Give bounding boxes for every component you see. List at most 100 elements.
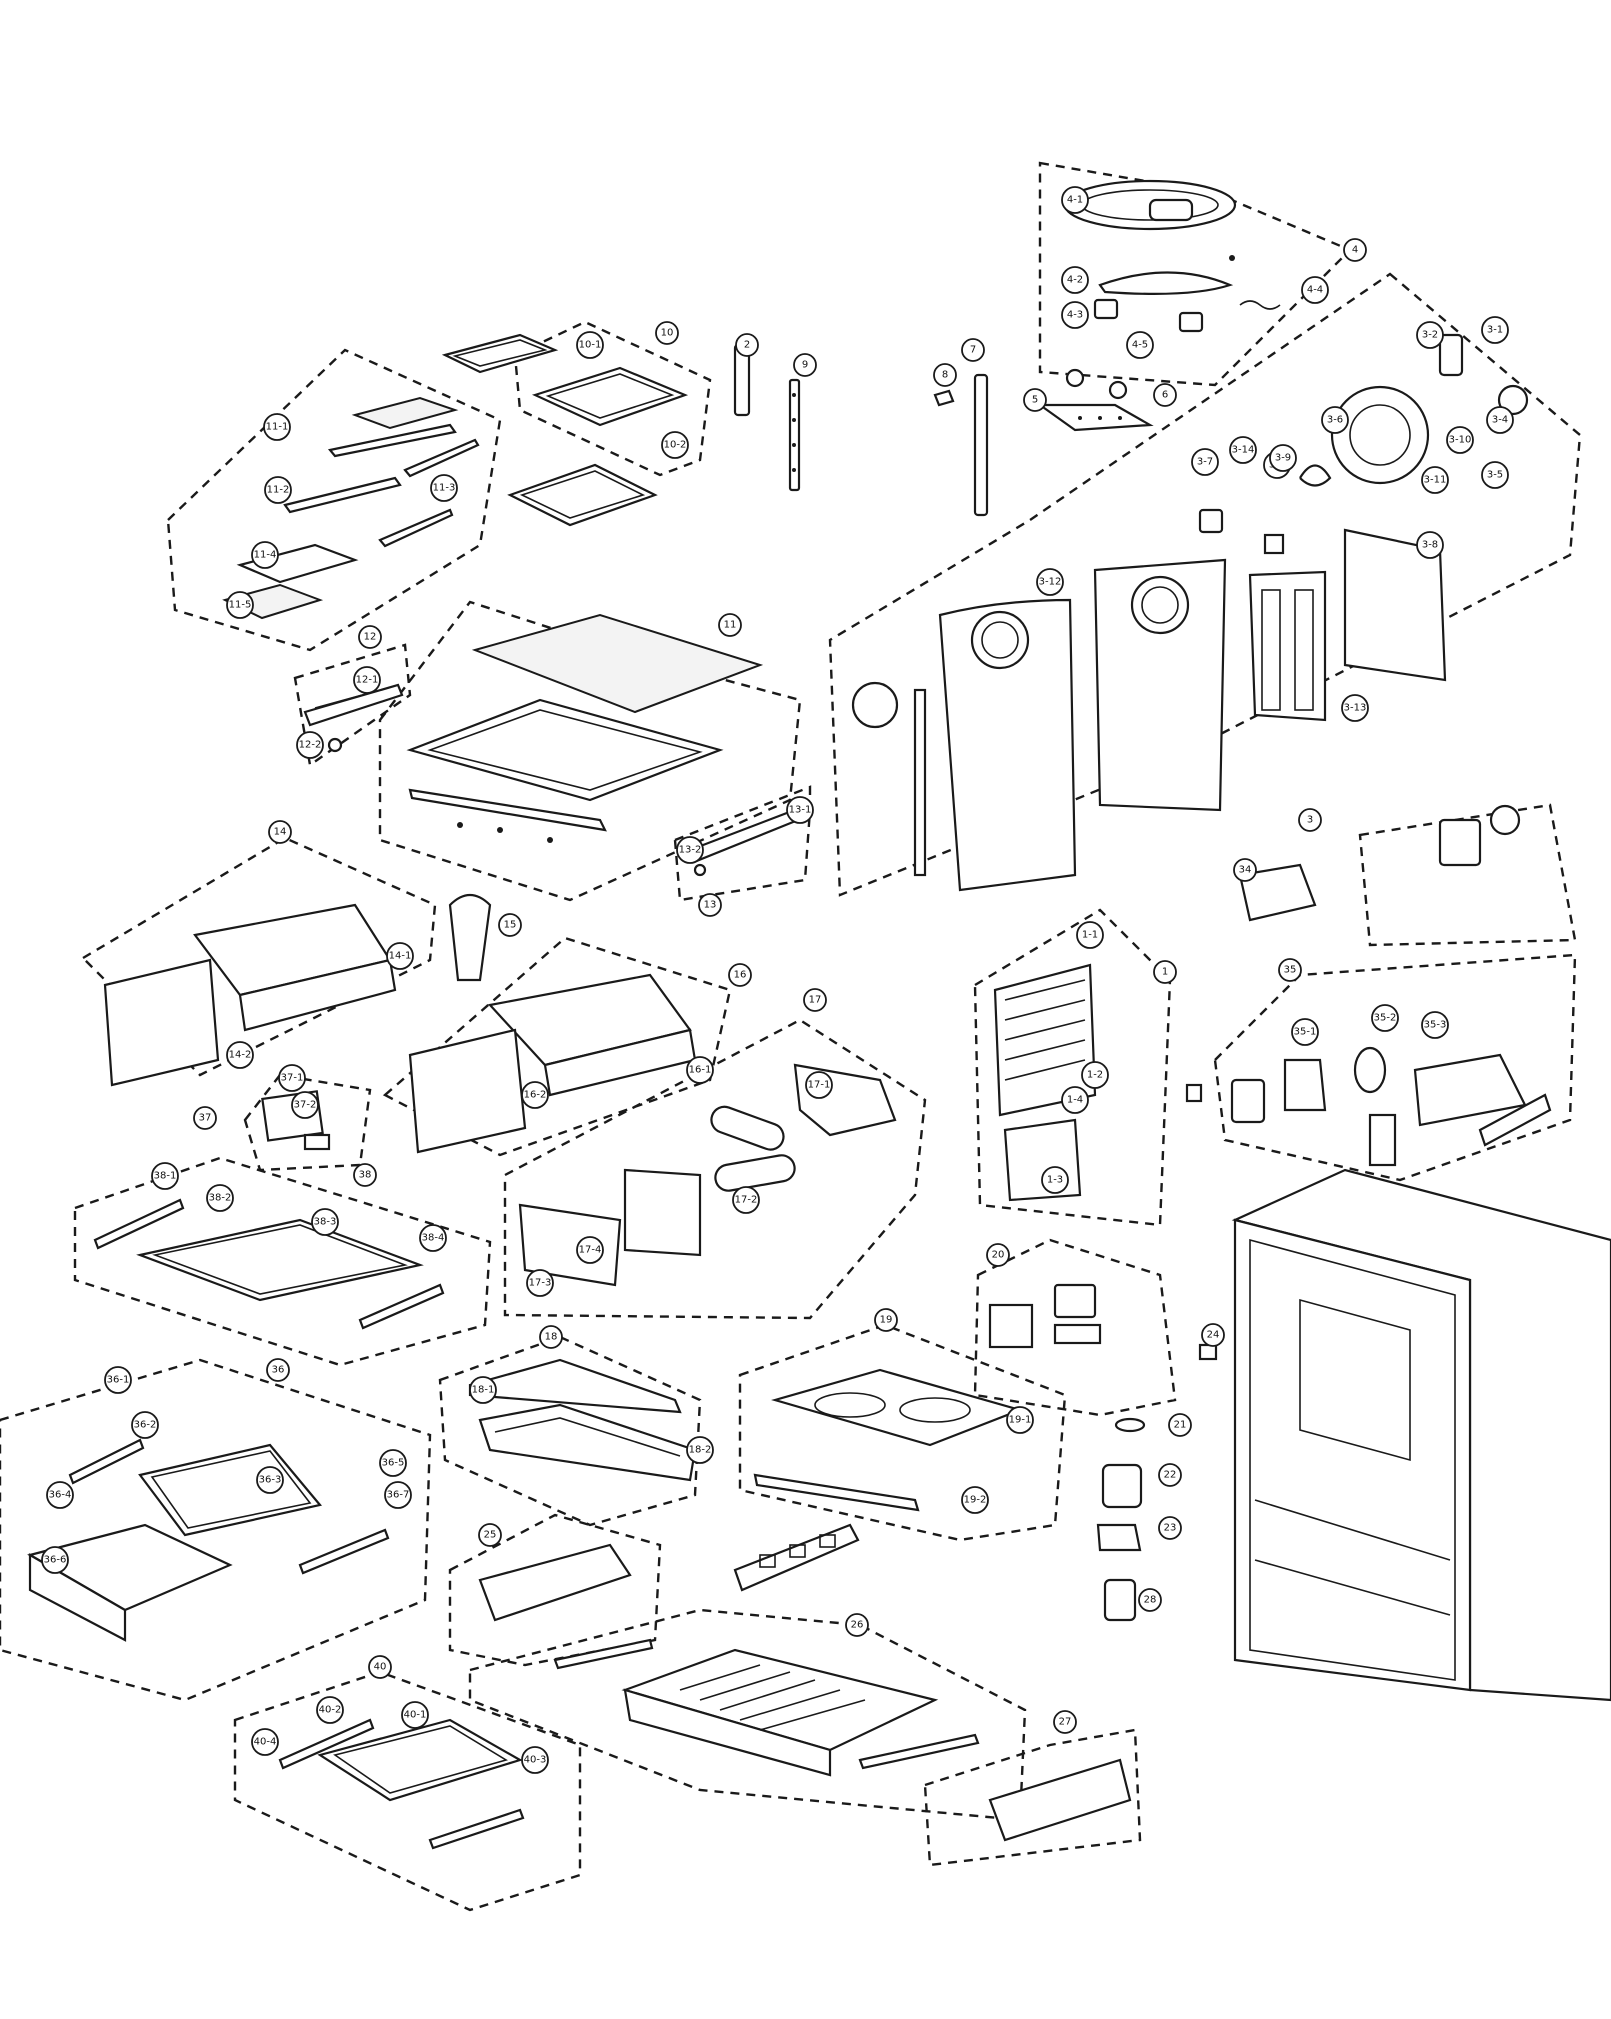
group-12-outline bbox=[293, 643, 412, 768]
group-1-outline bbox=[973, 908, 1172, 1227]
callout-38-3: 38-3 bbox=[311, 1208, 339, 1236]
callout-label: 38 bbox=[359, 1170, 372, 1181]
callout-16-2: 16-2 bbox=[521, 1081, 549, 1109]
callout-3-7: 3-7 bbox=[1191, 448, 1219, 476]
callout-label: 13-1 bbox=[789, 805, 812, 816]
callout-label: 13 bbox=[704, 900, 717, 911]
vertical-rail-part bbox=[933, 373, 989, 517]
callout-label: 4-2 bbox=[1067, 275, 1083, 286]
callout-label: 35-2 bbox=[1374, 1013, 1397, 1024]
callout-8: 8 bbox=[933, 363, 957, 387]
callout-label: 3-11 bbox=[1424, 475, 1447, 486]
callout-3-13: 3-13 bbox=[1341, 694, 1369, 722]
callout-label: 38-2 bbox=[209, 1193, 232, 1204]
callout-3-8: 3-8 bbox=[1416, 531, 1444, 559]
callout-label: 34 bbox=[1239, 865, 1252, 876]
group-outlines bbox=[0, 161, 1582, 1912]
group-34-outline bbox=[1358, 803, 1577, 947]
callout-40-2: 40-2 bbox=[316, 1696, 344, 1724]
group-25-outline bbox=[448, 1513, 662, 1667]
callout-label: 2 bbox=[744, 340, 750, 351]
callout-3-10: 3-10 bbox=[1446, 426, 1474, 454]
door-shelf-set-part bbox=[222, 396, 480, 620]
callout-label: 36-4 bbox=[49, 1490, 72, 1501]
callout-label: 36 bbox=[272, 1365, 285, 1376]
callout-label: 12 bbox=[364, 632, 377, 643]
callout-label: 36-7 bbox=[387, 1490, 410, 1501]
callout-38: 38 bbox=[353, 1163, 377, 1187]
callout-3-5: 3-5 bbox=[1481, 461, 1509, 489]
callout-17-3: 17-3 bbox=[526, 1269, 554, 1297]
callout-1-2: 1-2 bbox=[1081, 1061, 1109, 1089]
callout-11-3: 11-3 bbox=[430, 474, 458, 502]
callout-label: 27 bbox=[1059, 1717, 1072, 1728]
callout-label: 36-5 bbox=[382, 1458, 405, 1469]
callout-label: 1-2 bbox=[1087, 1070, 1103, 1081]
group-13-outline bbox=[673, 785, 812, 902]
callout-40: 40 bbox=[368, 1655, 392, 1679]
callout-11: 11 bbox=[718, 613, 742, 637]
callout-label: 4-5 bbox=[1132, 340, 1148, 351]
callout-1: 1 bbox=[1153, 960, 1177, 984]
callout-19-2: 19-2 bbox=[961, 1486, 989, 1514]
callout-16-1: 16-1 bbox=[686, 1056, 714, 1084]
callout-13-2: 13-2 bbox=[676, 836, 704, 864]
callout-label: 7 bbox=[970, 345, 976, 356]
callout-label: 21 bbox=[1174, 1420, 1187, 1431]
callout-label: 22 bbox=[1164, 1470, 1177, 1481]
group-27-outline bbox=[923, 1728, 1142, 1867]
callout-38-4: 38-4 bbox=[419, 1224, 447, 1252]
callout-36-4: 36-4 bbox=[46, 1481, 74, 1509]
shelf-frames-part bbox=[441, 333, 689, 527]
drawer-front-part bbox=[733, 1523, 860, 1592]
callout-label: 5 bbox=[1032, 395, 1038, 406]
callout-label: 10-2 bbox=[664, 440, 687, 451]
callout-label: 16-2 bbox=[524, 1090, 547, 1101]
callout-label: 38-3 bbox=[314, 1217, 337, 1228]
callout-label: 38-4 bbox=[422, 1233, 445, 1244]
callout-11-5: 11-5 bbox=[226, 591, 254, 619]
callout-label: 17-3 bbox=[529, 1278, 552, 1289]
callout-18-2: 18-2 bbox=[686, 1436, 714, 1464]
callout-label: 4-4 bbox=[1307, 285, 1323, 296]
pantry-drawer-part bbox=[27, 1438, 390, 1642]
callout-3-11: 3-11 bbox=[1421, 466, 1449, 494]
crisper-drawer-right-part bbox=[408, 973, 697, 1154]
rail-strip-part bbox=[688, 806, 805, 877]
callout-3-4: 3-4 bbox=[1486, 406, 1514, 434]
callout-12-1: 12-1 bbox=[353, 666, 381, 694]
callout-label: 17 bbox=[809, 995, 822, 1006]
callout-label: 12-2 bbox=[299, 740, 322, 751]
callout-11-1: 11-1 bbox=[263, 413, 291, 441]
callout-36-2: 36-2 bbox=[131, 1411, 159, 1439]
group-17-outline bbox=[503, 1018, 927, 1320]
callout-3-6: 3-6 bbox=[1321, 406, 1349, 434]
callout-13: 13 bbox=[698, 893, 722, 917]
callout-label: 24 bbox=[1207, 1330, 1220, 1341]
callout-3-9: 3-9 bbox=[1269, 444, 1297, 472]
callout-38-2: 38-2 bbox=[206, 1184, 234, 1212]
callout-label: 11-2 bbox=[267, 485, 290, 496]
callout-label: 3-13 bbox=[1344, 703, 1367, 714]
callout-label: 17-1 bbox=[808, 1080, 831, 1091]
callout-35-1: 35-1 bbox=[1291, 1018, 1319, 1046]
callout-label: 11-1 bbox=[266, 422, 289, 433]
callout-label: 35-3 bbox=[1424, 1020, 1447, 1031]
callout-3-14: 3-14 bbox=[1229, 436, 1257, 464]
callout-label: 36-3 bbox=[259, 1475, 282, 1486]
callout-40-4: 40-4 bbox=[251, 1728, 279, 1756]
callout-17-4: 17-4 bbox=[576, 1236, 604, 1264]
callout-19: 19 bbox=[874, 1308, 898, 1332]
control-box-part bbox=[988, 1283, 1102, 1349]
callout-2: 2 bbox=[735, 333, 759, 357]
callout-35-3: 35-3 bbox=[1421, 1011, 1449, 1039]
callout-34: 34 bbox=[1233, 858, 1257, 882]
callout-4-3: 4-3 bbox=[1061, 301, 1089, 329]
callout-10: 10 bbox=[655, 321, 679, 345]
callout-18-1: 18-1 bbox=[469, 1376, 497, 1404]
callout-17: 17 bbox=[803, 988, 827, 1012]
callout-label: 40 bbox=[374, 1662, 387, 1673]
callout-label: 26 bbox=[851, 1620, 864, 1631]
callout-5: 5 bbox=[1023, 388, 1047, 412]
callout-3-12: 3-12 bbox=[1036, 568, 1064, 596]
